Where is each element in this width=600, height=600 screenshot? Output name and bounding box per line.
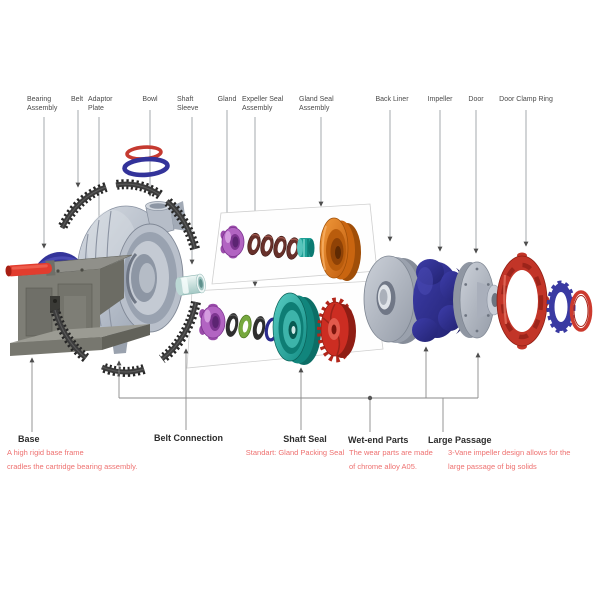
- belt-arc: [163, 197, 200, 251]
- label-belt: Belt: [70, 96, 84, 103]
- gland-seal-orange-part: [319, 217, 361, 281]
- packing-rings-top: [247, 232, 300, 260]
- label-gland: Gland: [217, 96, 237, 103]
- label-gland-seal-assembly: Gland Seal Assembly: [299, 96, 334, 112]
- lantern-ring-part: [297, 238, 315, 257]
- belt-arc: [115, 179, 163, 200]
- callout-desc-line: Standart: Gland Packing Seal: [245, 448, 345, 457]
- callout-title-large-passage: Large Passage: [428, 435, 492, 445]
- top-leader-lines: [41, 110, 529, 287]
- junction-dot: [367, 395, 373, 401]
- belt-segments: [50, 179, 201, 377]
- label-impeller: Impeller: [427, 96, 453, 103]
- belt-arc: [158, 300, 201, 364]
- callout-desc-line: A high rigid base frame: [7, 448, 84, 457]
- callout-desc-base: A high rigid base frame cradles the cart…: [7, 446, 187, 474]
- label-door: Door: [468, 96, 484, 103]
- label-bowl: Bowl: [142, 96, 158, 103]
- callout-title-base: Base: [18, 434, 40, 444]
- door-part: [453, 261, 502, 339]
- belt-arc: [50, 308, 90, 362]
- label-bearing-assembly: Bearing Assembly: [27, 96, 58, 112]
- door-clamp-ring-part: [496, 252, 550, 350]
- callout-desc-wet-end-parts: The wear parts are made of chrome alloy …: [349, 446, 459, 474]
- oring-part: [569, 290, 593, 332]
- callout-desc-line: of chrome alloy A05.: [349, 462, 417, 471]
- gland-part-top: [220, 225, 245, 259]
- seal-rings-bottom: [225, 313, 280, 342]
- belt-arc: [57, 182, 108, 231]
- label-adaptor-plate: Adaptor Plate: [88, 96, 113, 112]
- handle-part: [5, 260, 56, 277]
- shaft-sleeve-part: [175, 273, 206, 296]
- expeller-part: [317, 297, 356, 363]
- callout-title-belt-connection: Belt Connection: [154, 433, 223, 443]
- callout-title-wet-end-parts: Wet-end Parts: [348, 435, 409, 445]
- label-expeller-seal-assembly: Expeller Seal Assembly: [242, 96, 284, 112]
- shaft-seal-sleeve-part: [272, 292, 321, 365]
- callout-desc-line: cradles the cartridge bearing assembly.: [7, 462, 138, 471]
- belt-arc: [100, 362, 146, 377]
- gland-part-bottom: [199, 303, 226, 341]
- callout-desc-large-passage: 3-Vane impeller design allows for the la…: [448, 446, 583, 474]
- label-shaft-sleeve: Shaft Sleeve: [177, 96, 199, 112]
- callout-desc-line: The wear parts are made: [349, 448, 433, 457]
- callout-title-shaft-seal: Shaft Seal: [283, 434, 327, 444]
- callout-desc-line: 3-Vane impeller design allows for the: [448, 448, 571, 457]
- callout-desc-shaft-seal: Standart: Gland Packing Seal: [235, 446, 355, 460]
- inlet-gasket-blue: [122, 156, 170, 178]
- label-door-clamp-ring: Door Clamp Ring: [499, 96, 553, 103]
- callout-desc-line: large passage of big solids: [448, 462, 537, 471]
- bottom-connector-lines: [29, 346, 481, 432]
- label-back-liner: Back Liner: [375, 96, 409, 103]
